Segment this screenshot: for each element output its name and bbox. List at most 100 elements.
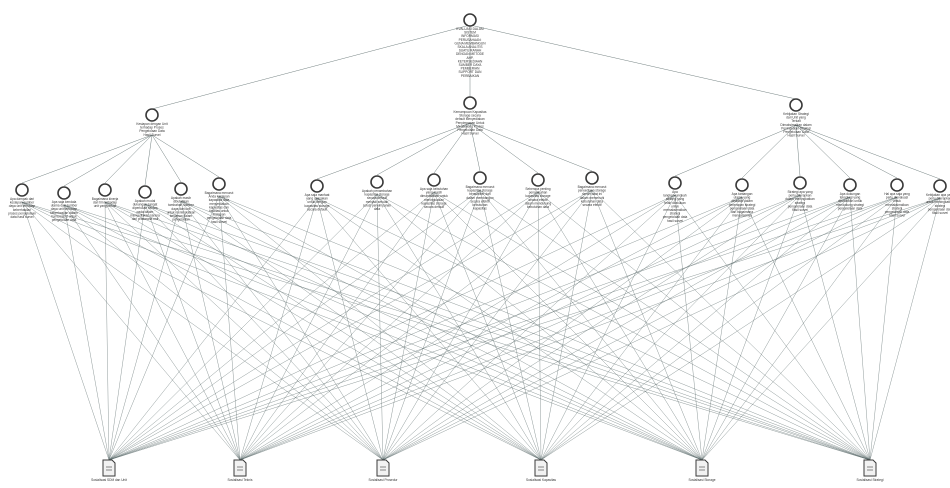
subcriterion-node-11[interactable] xyxy=(531,173,545,187)
edge-sub-4-alt-6 xyxy=(144,203,871,461)
edge-sub-16-alt-5 xyxy=(701,196,851,461)
edge-sub-10-alt-3 xyxy=(382,189,481,461)
subcriterion-node-3[interactable] xyxy=(98,183,112,197)
edge-criterion-sub-2 xyxy=(63,134,153,187)
edge-sub-2-alt-6 xyxy=(63,204,871,461)
subcriterion-node-13[interactable] xyxy=(668,176,682,190)
alternative-document-1[interactable] xyxy=(102,459,116,477)
subcriterion-node-1[interactable] xyxy=(15,183,29,197)
edge-sub-1-alt-4 xyxy=(21,201,542,461)
edge-sub-12-alt-3 xyxy=(382,189,593,461)
edge-sub-6-alt-1 xyxy=(108,195,220,461)
edge-criterion-sub-14 xyxy=(741,124,797,179)
subcriterion-node-15[interactable] xyxy=(793,176,807,190)
edge-goal-criterion-3 xyxy=(469,24,797,100)
subcriterion-node-2[interactable] xyxy=(57,186,71,200)
edge-sub-17-alt-4 xyxy=(540,196,898,461)
criterion-node-1[interactable] xyxy=(145,108,159,122)
edge-criterion-sub-3 xyxy=(104,134,153,184)
edge-sub-10-alt-6 xyxy=(479,189,871,461)
edge-sub-18-alt-3 xyxy=(382,197,941,461)
edge-sub-9-alt-5 xyxy=(433,191,703,461)
edge-sub-3-alt-4 xyxy=(104,201,542,461)
edge-criterion-sub-10 xyxy=(469,122,481,172)
edge-sub-17-alt-2 xyxy=(239,196,898,461)
subcriterion-node-12[interactable] xyxy=(585,171,599,185)
subcriterion-node-5[interactable] xyxy=(174,182,188,196)
edge-sub-2-alt-1 xyxy=(63,204,110,461)
criterion-node-3[interactable] xyxy=(789,98,803,112)
edge-sub-18-alt-6 xyxy=(869,197,941,461)
edge-sub-7-alt-5 xyxy=(316,197,703,461)
edge-sub-7-alt-2 xyxy=(239,197,318,461)
subcriterion-node-14[interactable] xyxy=(735,178,749,192)
edge-sub-7-alt-1 xyxy=(108,197,318,461)
edge-sub-11-alt-3 xyxy=(382,191,539,461)
edge-criterion-sub-4 xyxy=(144,134,153,186)
edge-sub-13-alt-1 xyxy=(108,194,676,461)
edge-sub-2-alt-5 xyxy=(63,204,703,461)
subcriterion-node-16[interactable] xyxy=(843,178,857,192)
subcriterion-node-17[interactable] xyxy=(890,178,904,192)
edge-sub-15-alt-4 xyxy=(540,194,801,461)
edge-sub-5-alt-1 xyxy=(108,200,182,461)
edge-sub-3-alt-2 xyxy=(104,201,241,461)
edge-sub-4-alt-4 xyxy=(144,203,542,461)
alternative-document-2[interactable] xyxy=(233,459,247,477)
edge-criterion-sub-8 xyxy=(376,122,471,176)
edge-sub-17-alt-3 xyxy=(382,196,898,461)
alternative-document-5[interactable] xyxy=(695,459,709,477)
edge-sub-16-alt-3 xyxy=(382,196,851,461)
subcriterion-node-4[interactable] xyxy=(138,185,152,199)
edge-sub-15-alt-5 xyxy=(701,194,801,461)
edge-criterion-sub-11 xyxy=(469,122,539,174)
edge-sub-4-alt-5 xyxy=(144,203,703,461)
goal-node[interactable] xyxy=(463,13,477,27)
alternative-label-1: Sosialisasi SDM dan Unit xyxy=(91,478,127,482)
edge-sub-11-alt-2 xyxy=(239,191,539,461)
document-icon xyxy=(534,459,548,477)
edge-criterion-sub-5 xyxy=(151,134,182,183)
subcriterion-node-9[interactable] xyxy=(427,173,441,187)
subcriterion-node-10[interactable] xyxy=(473,171,487,185)
edge-sub-12-alt-4 xyxy=(540,189,593,461)
edge-sub-1-alt-6 xyxy=(21,201,871,461)
edge-sub-16-alt-1 xyxy=(108,196,851,461)
alternative-document-6[interactable] xyxy=(863,459,877,477)
edge-sub-14-alt-1 xyxy=(108,196,743,461)
alternative-document-3[interactable] xyxy=(376,459,390,477)
edge-criterion-sub-7 xyxy=(316,122,471,180)
edge-sub-8-alt-3 xyxy=(376,193,384,461)
subcriterion-node-7[interactable] xyxy=(310,179,324,193)
edge-sub-9-alt-2 xyxy=(239,191,435,461)
edge-sub-3-alt-5 xyxy=(104,201,703,461)
edge-sub-8-alt-4 xyxy=(376,193,542,461)
subcriterion-node-6[interactable] xyxy=(212,177,226,191)
edge-sub-12-alt-6 xyxy=(591,189,871,461)
subcriterion-node-18[interactable] xyxy=(933,179,947,193)
edge-sub-7-alt-3 xyxy=(316,197,384,461)
subcriterion-node-8[interactable] xyxy=(370,175,384,189)
alternative-document-4[interactable] xyxy=(534,459,548,477)
edge-sub-5-alt-3 xyxy=(180,200,384,461)
criterion-node-2[interactable] xyxy=(463,96,477,110)
document-icon xyxy=(863,459,877,477)
edge-sub-16-alt-4 xyxy=(540,196,851,461)
document-icon xyxy=(376,459,390,477)
edge-sub-8-alt-1 xyxy=(108,193,378,461)
edge-sub-3-alt-3 xyxy=(104,201,384,461)
alternative-label-5: Sosialisasi Storage xyxy=(688,478,715,482)
